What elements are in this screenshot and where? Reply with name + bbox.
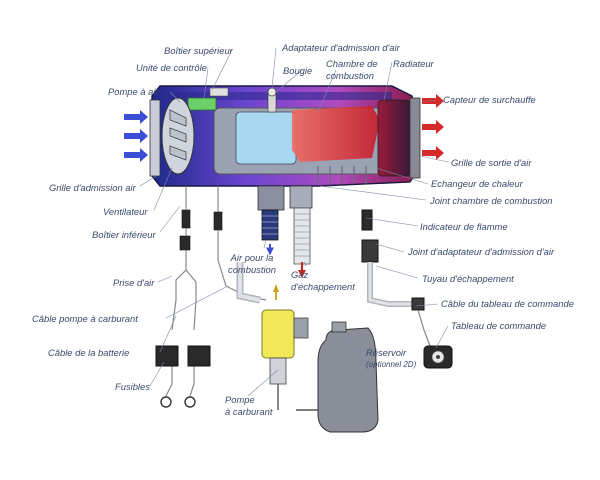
label-echangeur-chaleur: Echangeur de chaleur — [431, 178, 523, 189]
exhaust-fitting-right — [361, 209, 431, 347]
fuel-tank — [296, 321, 379, 433]
label-gaz-echappement-1: Gaz — [291, 269, 309, 280]
control-panel — [423, 345, 453, 369]
label-reservoir-2: (optionnel 2D) — [366, 360, 417, 369]
label-capteur-surchauffe: Capteur de surchauffe — [443, 94, 536, 105]
label-adaptateur-admission: Adaptateur d'admission d'air — [282, 42, 400, 53]
label-ventilateur: Ventilateur — [103, 206, 148, 217]
label-boitier-superieur: Boîtier supérieur — [164, 45, 233, 56]
label-pompe-carburant-1: Pompe — [225, 394, 255, 405]
intake-arrows — [124, 110, 148, 162]
label-grille-sortie: Grille de sortie d'air — [451, 157, 532, 168]
exhaust-pipe — [293, 207, 311, 278]
lower-housing — [257, 185, 313, 211]
label-chambre-combustion-2: combustion — [326, 70, 374, 81]
label-pompe-air: Pompe à air — [108, 86, 159, 97]
outlet-arrows — [422, 94, 444, 160]
heater-body — [151, 85, 419, 187]
combustion-air-intake — [261, 209, 279, 256]
label-prise-air: Prise d'air — [113, 277, 155, 288]
label-air-combustion-2: combustion — [228, 264, 276, 275]
label-cable-batterie: Câble de la batterie — [48, 347, 130, 358]
label-pompe-carburant-2: à carburant — [225, 406, 273, 417]
label-reservoir-1: Réservoir — [366, 347, 407, 358]
label-tableau-commande: Tableau de commande — [451, 320, 547, 331]
fan — [161, 97, 195, 175]
air-inlet-grille — [149, 99, 161, 177]
label-radiateur: Radiateur — [393, 58, 434, 69]
label-chambre-combustion-1: Chambre de — [326, 58, 378, 69]
air-intake-hose — [236, 262, 261, 304]
label-unite-controle: Unité de contrôle — [136, 62, 207, 73]
wiring — [165, 186, 267, 397]
label-tuyau-echappement: Tuyau d'échappement — [422, 273, 514, 284]
fuses — [155, 345, 211, 408]
label-cable-pompe: Câble pompe à carburant — [32, 313, 138, 324]
label-cable-tableau: Câble du tableau de commande — [441, 298, 574, 309]
label-boitier-inferieur: Boîtier inférieur — [92, 229, 156, 240]
label-grille-admission: Grille d'admission air — [49, 182, 136, 193]
leader-lines — [139, 47, 449, 397]
label-joint-adaptateur: Joint d'adaptateur d'admission d'air — [408, 246, 555, 257]
label-air-combustion-1: Air pour la — [230, 252, 274, 263]
air-outlet-grille — [409, 97, 421, 179]
fuel-pump — [261, 284, 309, 410]
label-gaz-echappement-2: d'échappement — [291, 281, 355, 292]
label-bougie: Bougie — [283, 65, 313, 76]
label-fusibles: Fusibles — [115, 381, 150, 392]
label-indicateur-flamme: Indicateur de flamme — [420, 221, 508, 232]
label-joint-chambre: Joint chambre de combustion — [430, 195, 553, 206]
